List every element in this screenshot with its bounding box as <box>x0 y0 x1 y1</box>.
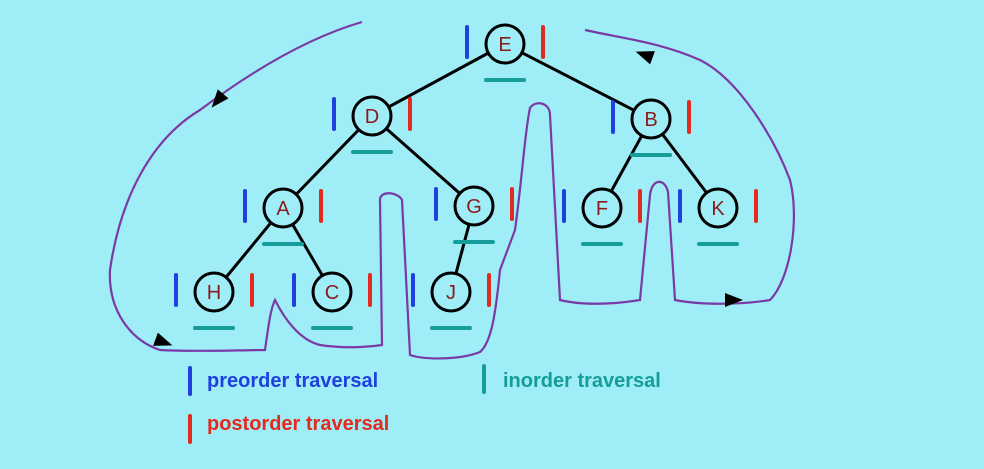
node-circle-D <box>351 95 393 137</box>
node-label-A: A <box>276 198 290 220</box>
legend-postorder-tick <box>188 414 192 444</box>
node-D: D <box>351 95 393 137</box>
edge-E-D <box>371 42 506 118</box>
path-arrow-left-top <box>211 89 229 108</box>
edge-D-A <box>281 114 374 210</box>
node-K: K <box>697 187 739 229</box>
node-label-E: E <box>498 34 511 56</box>
edge-E-B <box>504 42 652 121</box>
traversal-path-line <box>108 20 796 360</box>
node-label-G: G <box>466 196 482 218</box>
edge-D-G <box>371 114 475 208</box>
tree-nodes: E D B A G F K H C J <box>193 23 739 313</box>
traversal-path <box>108 20 796 360</box>
tree-edges <box>212 42 720 293</box>
node-B: B <box>630 98 672 140</box>
legend-inorder-label: inorder traversal <box>503 370 661 392</box>
node-label-D: D <box>365 106 379 128</box>
node-circle-A <box>262 187 304 229</box>
node-label-K: K <box>711 198 725 220</box>
node-label-C: C <box>325 282 339 304</box>
node-H: H <box>193 271 235 313</box>
node-circle-B <box>630 98 672 140</box>
node-circle-K <box>697 187 739 229</box>
node-label-F: F <box>596 198 608 220</box>
legend-inorder-tick <box>482 364 486 394</box>
node-label-J: J <box>446 282 456 304</box>
path-arrow-left-bottom <box>153 332 173 346</box>
legend-postorder-label: postorder traversal <box>207 413 390 435</box>
node-C: C <box>311 271 353 313</box>
node-circle-J <box>430 271 472 313</box>
node-circle-C <box>311 271 353 313</box>
traversal-marks <box>174 25 758 330</box>
node-circle-G <box>453 185 495 227</box>
node-label-H: H <box>207 282 221 304</box>
node-circle-H <box>193 271 235 313</box>
legend-preorder-tick <box>188 366 192 396</box>
node-J: J <box>430 271 472 313</box>
node-label-B: B <box>644 109 657 131</box>
node-G: G <box>453 185 495 227</box>
legend-preorder-label: preorder traversal <box>207 370 379 392</box>
node-circle-F <box>581 187 623 229</box>
node-E: E <box>484 23 526 65</box>
node-F: F <box>581 187 623 229</box>
node-circle-E <box>484 23 526 65</box>
path-arrow-right-bottom <box>725 293 743 307</box>
path-arrow-right-top <box>635 51 655 65</box>
node-A: A <box>262 187 304 229</box>
